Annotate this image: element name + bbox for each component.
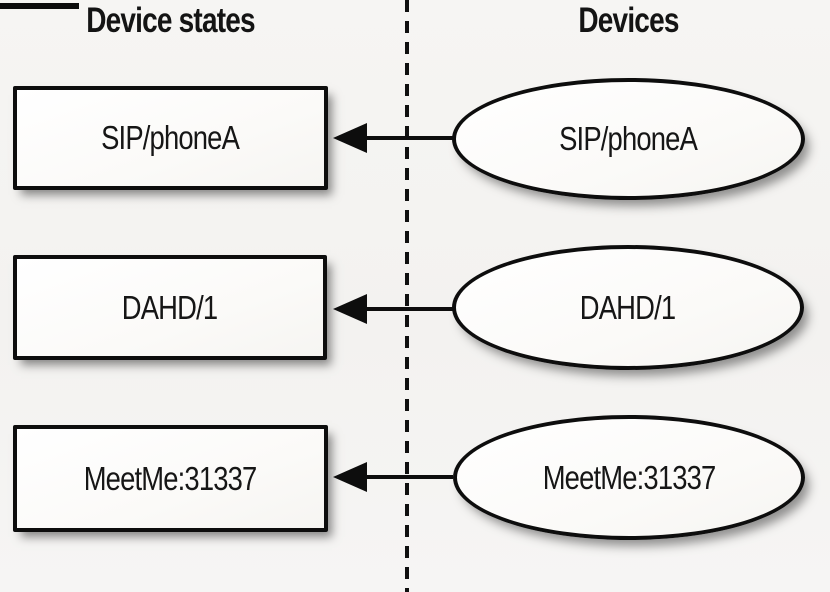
device-ellipse-dahd: DAHD/1 [452,245,804,370]
arrow-shaft [361,136,453,140]
device-state-box-meetme: MeetMe:31337 [13,425,328,532]
device-state-box-sip: SIP/phoneA [13,86,328,190]
arrow-shaft [361,307,453,311]
left-arrow-icon [333,123,453,153]
device-state-label: MeetMe:31337 [84,459,258,497]
crop-artifact-bar [0,2,79,9]
column-heading-device-states: Device states [86,1,255,40]
column-heading-devices: Devices [578,1,679,40]
arrow-shaft [361,475,453,479]
device-label: DAHD/1 [580,288,676,326]
device-label: SIP/phoneA [559,120,699,157]
dashed-divider-line [405,0,409,592]
device-state-label: DAHD/1 [122,288,218,326]
device-state-box-dahd: DAHD/1 [13,255,327,360]
left-arrow-icon [333,294,453,324]
device-ellipse-sip: SIP/phoneA [452,78,805,200]
device-label: MeetMe:31337 [542,458,717,496]
device-state-label: SIP/phoneA [101,119,241,156]
device-ellipse-meetme: MeetMe:31337 [453,415,805,540]
left-arrow-icon [333,462,453,492]
